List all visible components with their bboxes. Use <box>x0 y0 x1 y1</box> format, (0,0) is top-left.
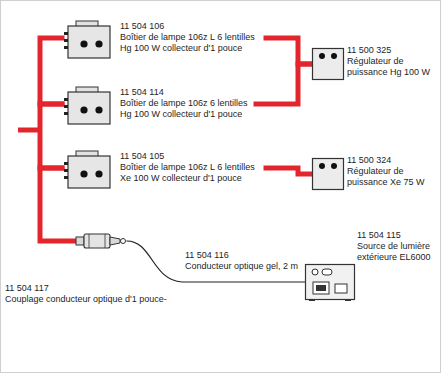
power-regulator: 11 500 325Régulateur de puissance Hg 100… <box>312 48 344 80</box>
device-icon <box>75 232 127 250</box>
icon-part <box>64 112 68 115</box>
part-number: 11 500 325 <box>347 45 435 56</box>
icon-part <box>95 40 102 47</box>
part-description: Conducteur optique gel, 2 m <box>185 261 298 272</box>
device-icon <box>62 86 116 126</box>
icon-part <box>64 162 68 165</box>
icon-part <box>76 237 84 245</box>
part-description: Régulateur de puissance Hg 100 W <box>347 56 435 78</box>
icon-part <box>80 170 87 177</box>
text-block: 11 504 115Source de lumière extérieure E… <box>357 230 437 263</box>
icon-part <box>84 234 110 248</box>
icon-part <box>313 49 344 80</box>
device-icon <box>312 158 344 190</box>
icon-part <box>313 282 329 294</box>
device-icon <box>62 20 116 60</box>
icon-part <box>322 269 332 275</box>
icon-part <box>105 234 106 248</box>
part-description: Boîtier de lampe 106z L 6 lentilles Hg 1… <box>120 32 262 54</box>
part-number: 11 504 114 <box>120 87 252 98</box>
icon-part <box>80 40 87 47</box>
icon-part <box>110 237 120 245</box>
lamp-housing: 11 504 114Boîtier de lampe 106z 6 lentil… <box>62 86 256 126</box>
supply-line <box>266 168 312 174</box>
part-number: 11 504 115 <box>357 230 437 241</box>
text-block: 11 504 114Boîtier de lampe 106z 6 lentil… <box>120 87 252 120</box>
supply-line <box>266 38 312 64</box>
icon-part <box>331 163 337 169</box>
icon-part <box>319 53 325 59</box>
icon-part <box>64 46 68 49</box>
icon-part <box>64 98 68 101</box>
light-source: 11 504 115Source de lumière extérieure E… <box>305 262 355 302</box>
icon-part <box>312 269 318 275</box>
supply-bus <box>40 38 62 104</box>
icon-part <box>331 53 337 59</box>
part-description: Source de lumière extérieure EL6000 <box>357 241 437 263</box>
part-number: 11 504 106 <box>120 21 262 32</box>
lamp-housing: 11 504 106Boîtier de lampe 106z L 6 lent… <box>62 20 266 60</box>
icon-part <box>68 26 110 58</box>
part-number: 11 504 117 <box>5 283 167 294</box>
light-guide-cable <box>127 241 305 282</box>
part-number: 11 500 324 <box>347 155 435 166</box>
light-guide-coupling: 11 504 117Couplage conducteur optique d'… <box>75 232 127 250</box>
icon-part <box>95 170 102 177</box>
power-regulator: 11 500 324Régulateur de puissance Xe 75 … <box>312 158 344 190</box>
text-block: 11 504 117Couplage conducteur optique d'… <box>5 283 167 305</box>
icon-part <box>345 299 351 301</box>
icon-part <box>316 285 326 291</box>
icon-part <box>64 176 68 179</box>
lamp-housing: 11 504 105Boîtier de lampe 106z L 6 lent… <box>62 150 266 190</box>
text-block: 11 500 324Régulateur de puissance Xe 75 … <box>347 155 435 188</box>
part-number: 11 504 116 <box>185 250 229 261</box>
icon-part <box>306 265 355 300</box>
icon-part <box>319 163 325 169</box>
supply-line <box>256 64 312 104</box>
icon-part <box>64 39 68 42</box>
icon-part <box>80 106 87 113</box>
supply-bus <box>40 104 62 168</box>
device-icon <box>305 262 355 302</box>
text-block: 11 504 105Boîtier de lampe 106z L 6 lent… <box>120 151 262 184</box>
text-block: 11 500 325Régulateur de puissance Hg 100… <box>347 45 435 78</box>
device-icon <box>62 150 116 190</box>
icon-part <box>68 156 110 188</box>
icon-part <box>95 106 102 113</box>
icon-part <box>64 32 68 35</box>
device-icon <box>312 48 344 80</box>
icon-part <box>89 234 90 248</box>
icon-part <box>68 92 110 124</box>
part-description: Couplage conducteur optique d'1 pouce- <box>5 294 167 305</box>
part-description: Régulateur de puissance Xe 75 W <box>347 166 435 188</box>
icon-part <box>121 239 126 244</box>
icon-part <box>64 105 68 108</box>
part-number: 11 504 105 <box>120 151 262 162</box>
text-block: 11 504 106Boîtier de lampe 106z L 6 lent… <box>120 21 262 54</box>
icon-part <box>309 299 315 301</box>
part-description: Boîtier de lampe 106z 6 lentilles Hg 100… <box>120 98 252 120</box>
icon-part <box>64 169 68 172</box>
icon-part <box>335 284 347 293</box>
icon-part <box>313 159 344 190</box>
part-description: Boîtier de lampe 106z L 6 lentilles Xe 1… <box>120 162 262 184</box>
